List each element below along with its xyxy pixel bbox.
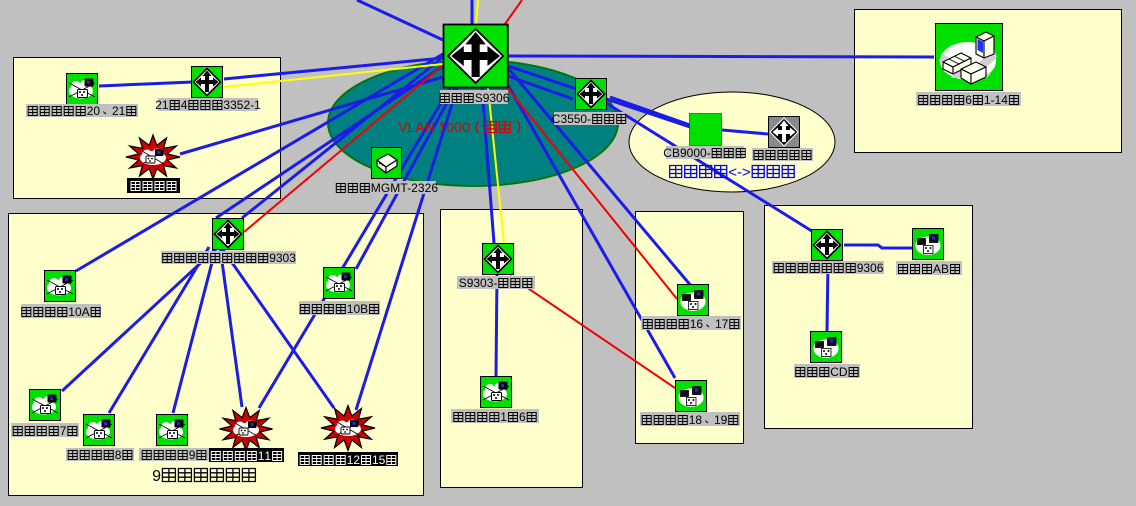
svg-text:1-14: 1-14 [984,93,1008,107]
svg-text:CD: CD [830,365,848,379]
svg-text:3352-1: 3352-1 [223,98,261,112]
svg-text:9306: 9306 [857,261,884,275]
svg-text:9: 9 [189,448,196,462]
svg-text:21: 21 [155,98,169,112]
svg-text:20: 20 [87,104,101,118]
svg-text:15: 15 [372,453,386,467]
svg-text:12: 12 [347,453,361,467]
svg-text:11: 11 [258,449,272,463]
svg-text:4: 4 [181,98,188,112]
svg-text:16: 16 [690,317,704,331]
svg-text:9: 9 [152,468,161,485]
svg-text:10B: 10B [347,302,368,316]
svg-text:18: 18 [689,413,703,427]
svg-text:C3550-: C3550- [552,112,591,126]
svg-text:S9306: S9306 [475,91,510,105]
svg-text:1: 1 [500,410,507,424]
svg-text:VLAN 1000: VLAN 1000 [398,119,470,135]
svg-text:9303: 9303 [269,251,296,265]
svg-text:17: 17 [715,317,729,331]
svg-text:MGMT-2326: MGMT-2326 [371,181,439,195]
svg-text:<->: <-> [728,164,751,181]
svg-text:S9303-: S9303- [459,276,498,290]
svg-text:6: 6 [965,93,972,107]
svg-text:10A: 10A [68,305,89,319]
svg-text:6: 6 [519,410,526,424]
svg-text:21: 21 [112,104,126,118]
svg-text:19: 19 [714,413,728,427]
svg-text:CB9000-: CB9000- [663,146,710,160]
svg-text:8: 8 [115,448,122,462]
svg-text:7: 7 [60,424,67,438]
svg-text:AB: AB [933,262,949,276]
